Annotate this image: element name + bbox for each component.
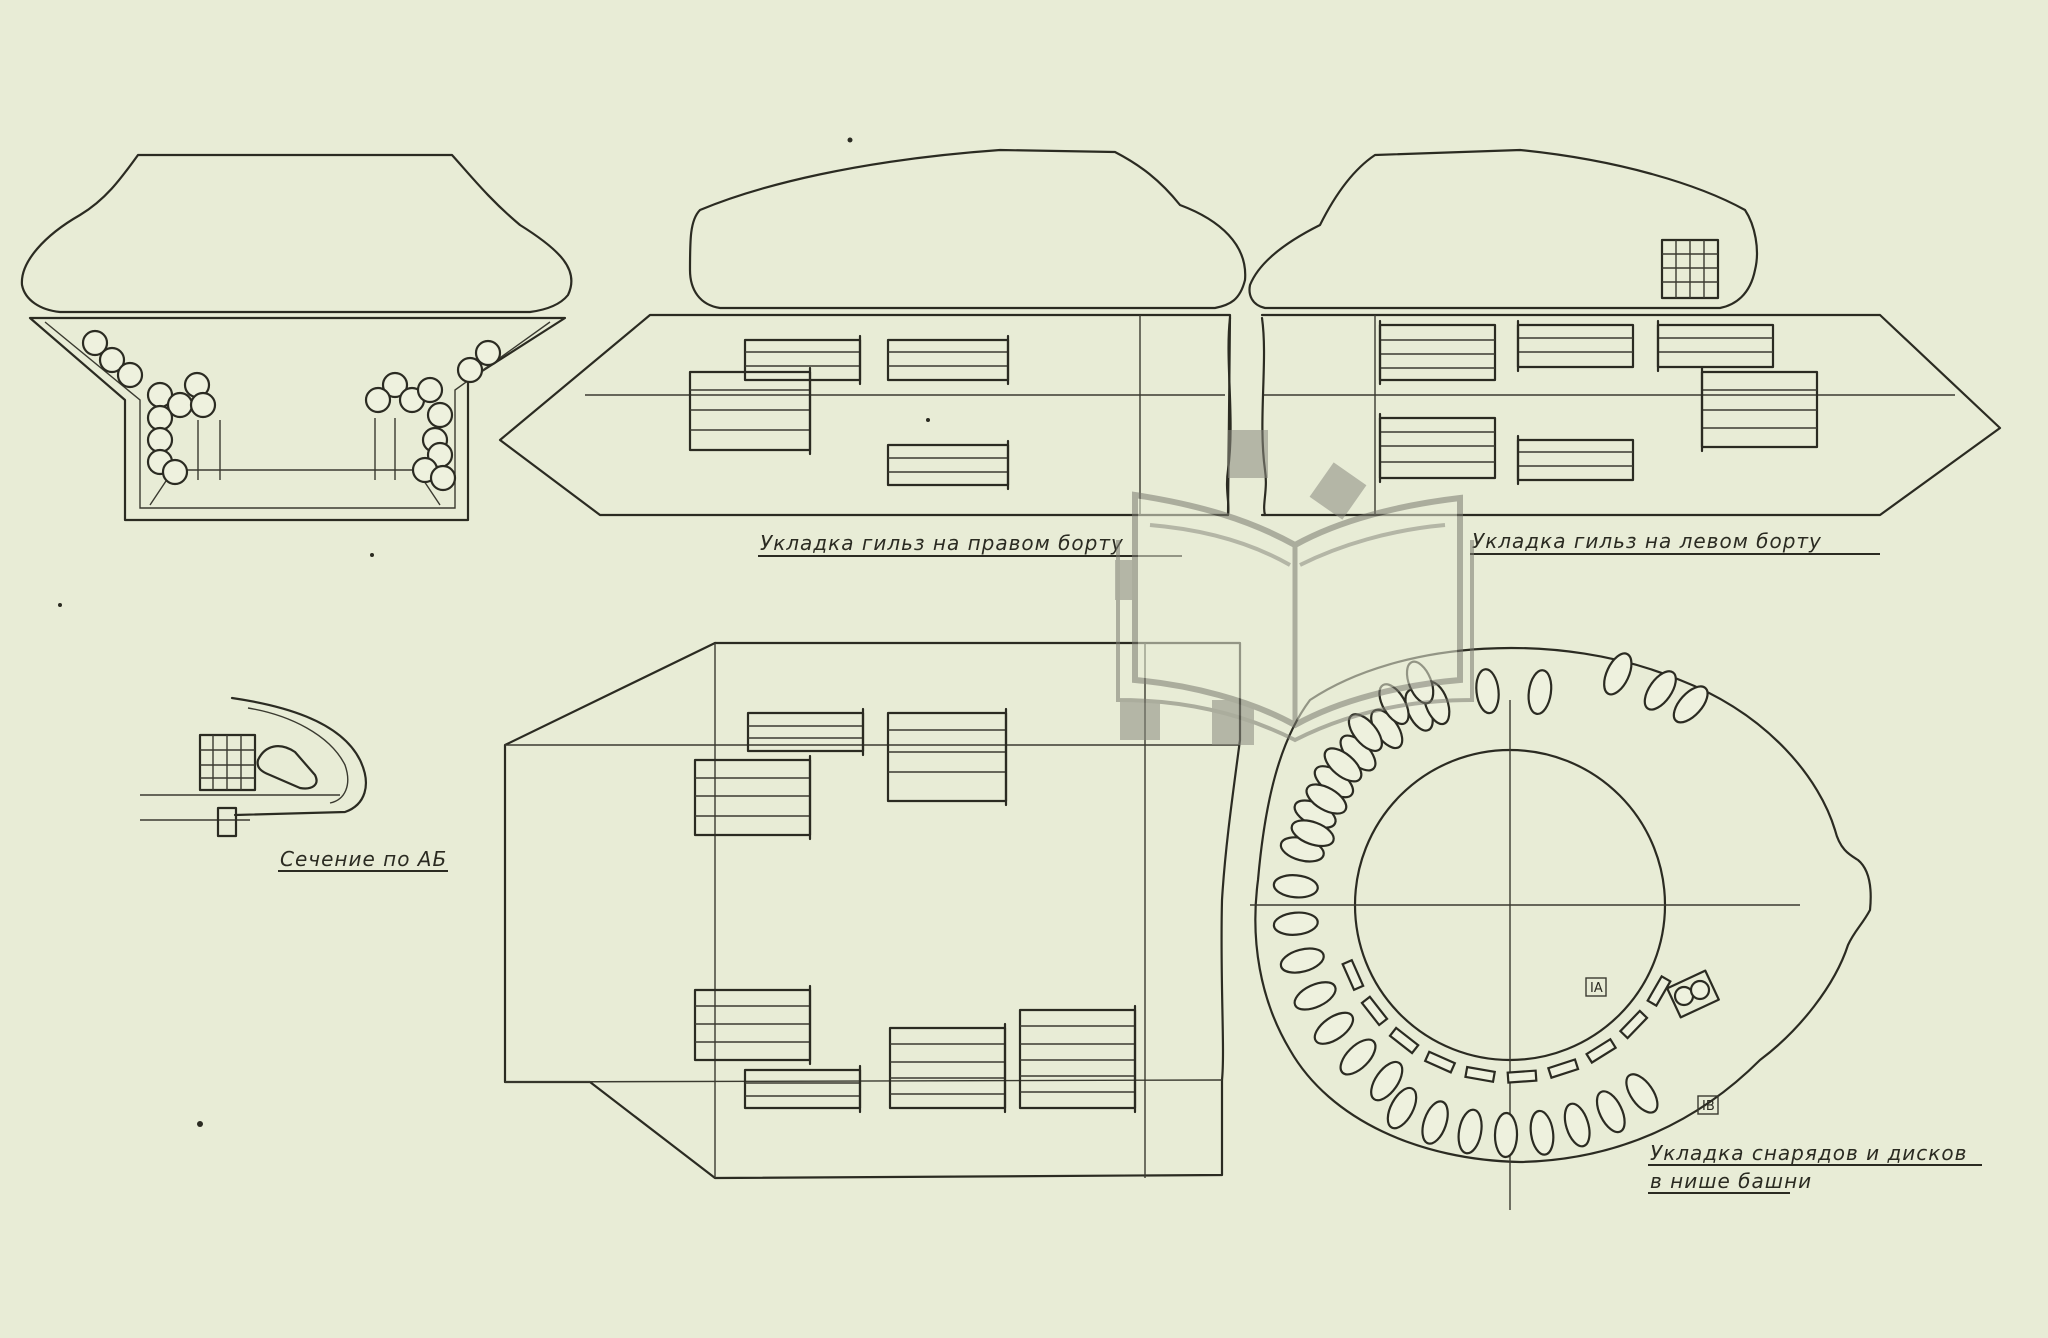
cartridge-stack-l4: [1700, 366, 1819, 453]
shell-ring: [1272, 652, 1709, 1159]
projectile: [1529, 1109, 1555, 1156]
caption-right-side: Укладка гильз на правом борту: [760, 531, 1124, 555]
projectile: [1563, 1102, 1591, 1148]
right-side-view: Укладка гильз на правом борту: [498, 148, 1247, 557]
disc-box: [1341, 958, 1365, 992]
shell-cluster-right: [364, 339, 502, 492]
disc-box: [1546, 1058, 1580, 1080]
paper-specks: [58, 137, 930, 1127]
caption-section-ab: Сечение по АБ: [280, 847, 447, 871]
projectile: [1305, 783, 1348, 815]
niche-marker-ia: IA: [1590, 981, 1603, 996]
disc-box: [1506, 1069, 1538, 1084]
projectile: [1290, 819, 1335, 848]
disc-box: [1464, 1065, 1497, 1084]
projectile: [1421, 1100, 1449, 1145]
caption-left-side: Укладка гильз на левом борту: [1472, 529, 1822, 553]
projectile: [1475, 668, 1500, 715]
projectile: [1625, 1073, 1659, 1114]
cartridge-stack-r3: [688, 366, 812, 456]
left-side-view: Укладка гильз на левом борту: [1248, 148, 2002, 555]
book-gear-logo-icon: [1115, 430, 1474, 745]
projectile: [1457, 1108, 1483, 1155]
projectile: [1672, 685, 1709, 724]
projectile: [1323, 747, 1363, 783]
caption-turret-niche-2: в нише башни: [1650, 1169, 1812, 1193]
disc-box: [1618, 1009, 1649, 1040]
cartridge-stack-r4: [886, 439, 1010, 491]
cartridge-stack-h2: [886, 707, 1008, 807]
cartridge-stack-h3: [693, 754, 812, 841]
projectile: [1643, 670, 1677, 711]
cartridge-stack-l3: [1656, 319, 1775, 373]
cartridge-stack-h1: [746, 707, 865, 757]
disc-box: [1360, 995, 1389, 1027]
projectile: [1527, 669, 1553, 716]
projectile: [1279, 947, 1325, 974]
section-ab-detail: Сечение по АБ: [140, 696, 448, 872]
cartridge-stack-r1: [743, 334, 862, 386]
projectile: [1386, 1086, 1418, 1130]
disc-box: [1388, 1026, 1420, 1055]
cartridge-stack-h4: [693, 984, 812, 1066]
projectile: [1313, 1011, 1355, 1045]
projectile: [1272, 911, 1319, 936]
niche-marker-ib: IB: [1702, 1099, 1715, 1114]
projectile: [1293, 981, 1337, 1011]
cartridge-stack-h6: [1018, 1004, 1137, 1114]
projectile: [1339, 1038, 1377, 1076]
hatch-grid: [1660, 238, 1720, 300]
projectile: [1595, 1090, 1626, 1134]
disc-box: [1585, 1037, 1618, 1065]
cartridge-stack-h5: [888, 1022, 1007, 1114]
cartridge-stack-l2: [1516, 319, 1635, 373]
shell-cluster-left: [81, 329, 217, 486]
disc-magazines: [1666, 969, 1720, 1019]
caption-turret-niche-1: Укладка снарядов и дисков: [1650, 1141, 1967, 1165]
projectile: [1493, 1111, 1519, 1159]
disc-box: [1423, 1050, 1457, 1074]
projectile: [1370, 1060, 1404, 1102]
projectile: [1272, 874, 1319, 899]
cartridge-stack-l6: [1516, 434, 1635, 486]
cartridge-stack-l1: [1378, 319, 1497, 386]
disc-box: [1646, 974, 1672, 1008]
projectile: [1603, 652, 1633, 696]
cartridge-stack-h7: [743, 1064, 862, 1114]
cartridge-stack-l5: [1378, 412, 1497, 484]
cartridge-stack-r2: [886, 334, 1010, 386]
turret-niche-view: IA IB Укладка снарядов и дисков в нише б…: [1250, 646, 1982, 1210]
front-section-view: [20, 153, 573, 522]
